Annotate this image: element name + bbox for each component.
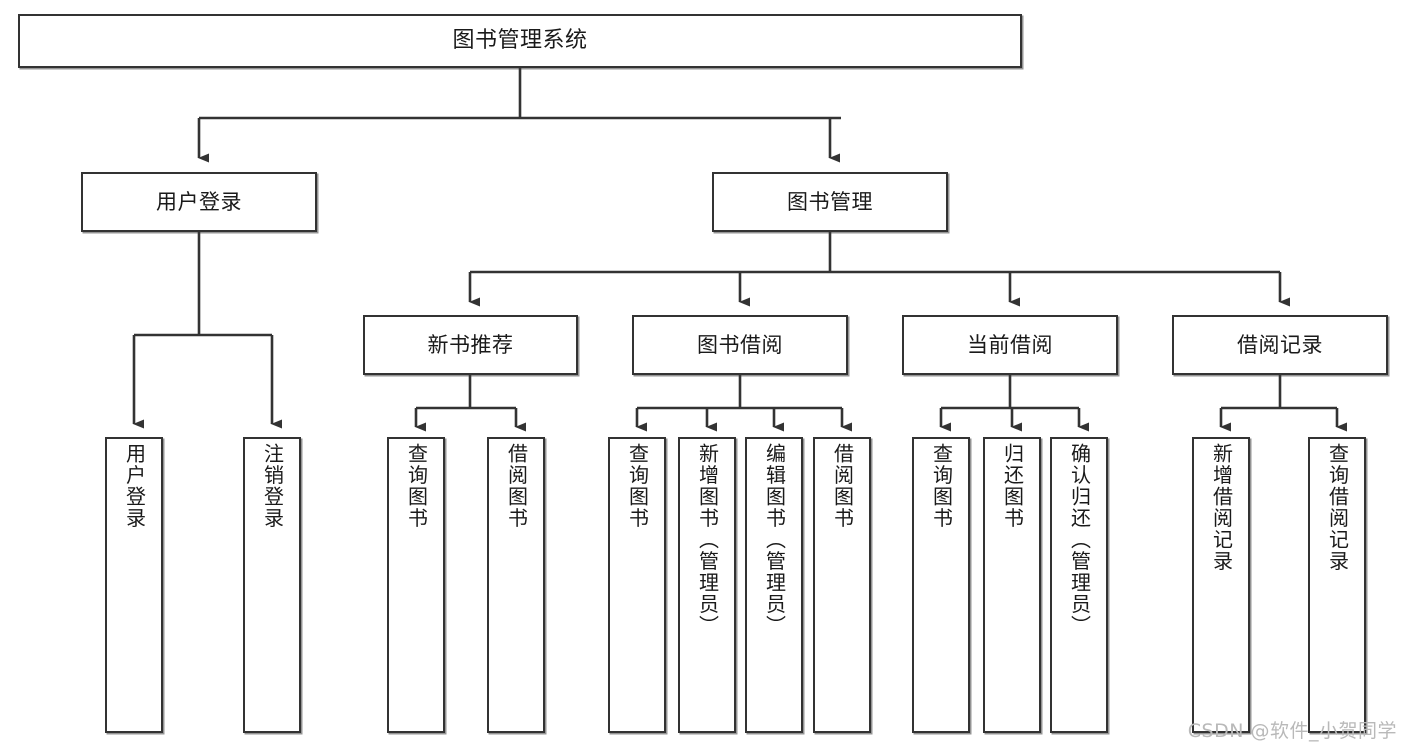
node-leaf-return-book[interactable]: 归还图书 [983,437,1041,733]
node-leaf-add-record[interactable]: 新增借阅记录 [1192,437,1250,733]
node-leaf-add-record-label: 新增借阅记录 [1209,443,1234,572]
node-leaf-query-book-rec[interactable]: 查询图书 [387,437,445,733]
node-borrow-record-label: 借阅记录 [1237,332,1323,357]
node-leaf-query-record-label: 查询借阅记录 [1325,443,1350,572]
node-leaf-query-book-rec-label: 查询图书 [404,443,429,529]
node-leaf-logout[interactable]: 注销登录 [243,437,301,733]
node-leaf-add-book[interactable]: 新增图书（管理员） [678,437,736,733]
node-new-book-rec-label: 新书推荐 [427,332,514,357]
node-leaf-confirm-return-label: 确认归还（管理员） [1067,443,1092,637]
node-leaf-borrow-book-rec[interactable]: 借阅图书 [487,437,545,733]
node-leaf-user-login-label: 用户登录 [122,443,147,529]
node-current-borrow[interactable]: 当前借阅 [902,315,1118,375]
node-leaf-query-book-bor[interactable]: 查询图书 [608,437,666,733]
csdn-watermark: CSDN @软件_小贺同学 [1187,720,1397,742]
node-leaf-query-book-bor-label: 查询图书 [625,443,650,529]
node-book-mgmt[interactable]: 图书管理 [712,172,948,232]
node-user-login-label: 用户登录 [156,189,242,214]
node-leaf-confirm-return[interactable]: 确认归还（管理员） [1050,437,1108,733]
node-leaf-edit-book[interactable]: 编辑图书（管理员） [745,437,803,733]
node-leaf-add-book-label: 新增图书（管理员） [695,443,720,637]
node-root-label: 图书管理系统 [452,28,588,54]
node-leaf-return-book-label: 归还图书 [1000,443,1025,529]
node-leaf-logout-label: 注销登录 [260,443,285,529]
node-leaf-user-login[interactable]: 用户登录 [105,437,163,733]
node-leaf-query-book-cur[interactable]: 查询图书 [912,437,970,733]
node-book-borrow-label: 图书借阅 [697,332,783,357]
node-leaf-borrow-book-bor-label: 借阅图书 [830,443,855,529]
node-leaf-borrow-book-rec-label: 借阅图书 [504,443,529,529]
node-user-login[interactable]: 用户登录 [81,172,317,232]
node-book-borrow[interactable]: 图书借阅 [632,315,848,375]
node-book-mgmt-label: 图书管理 [787,189,873,214]
node-leaf-query-record[interactable]: 查询借阅记录 [1308,437,1366,733]
node-leaf-borrow-book-bor[interactable]: 借阅图书 [813,437,871,733]
node-root[interactable]: 图书管理系统 [18,14,1022,68]
node-current-borrow-label: 当前借阅 [967,332,1053,357]
node-new-book-rec[interactable]: 新书推荐 [363,315,578,375]
node-leaf-edit-book-label: 编辑图书（管理员） [762,443,787,637]
node-leaf-query-book-cur-label: 查询图书 [929,443,954,529]
node-borrow-record[interactable]: 借阅记录 [1172,315,1388,375]
